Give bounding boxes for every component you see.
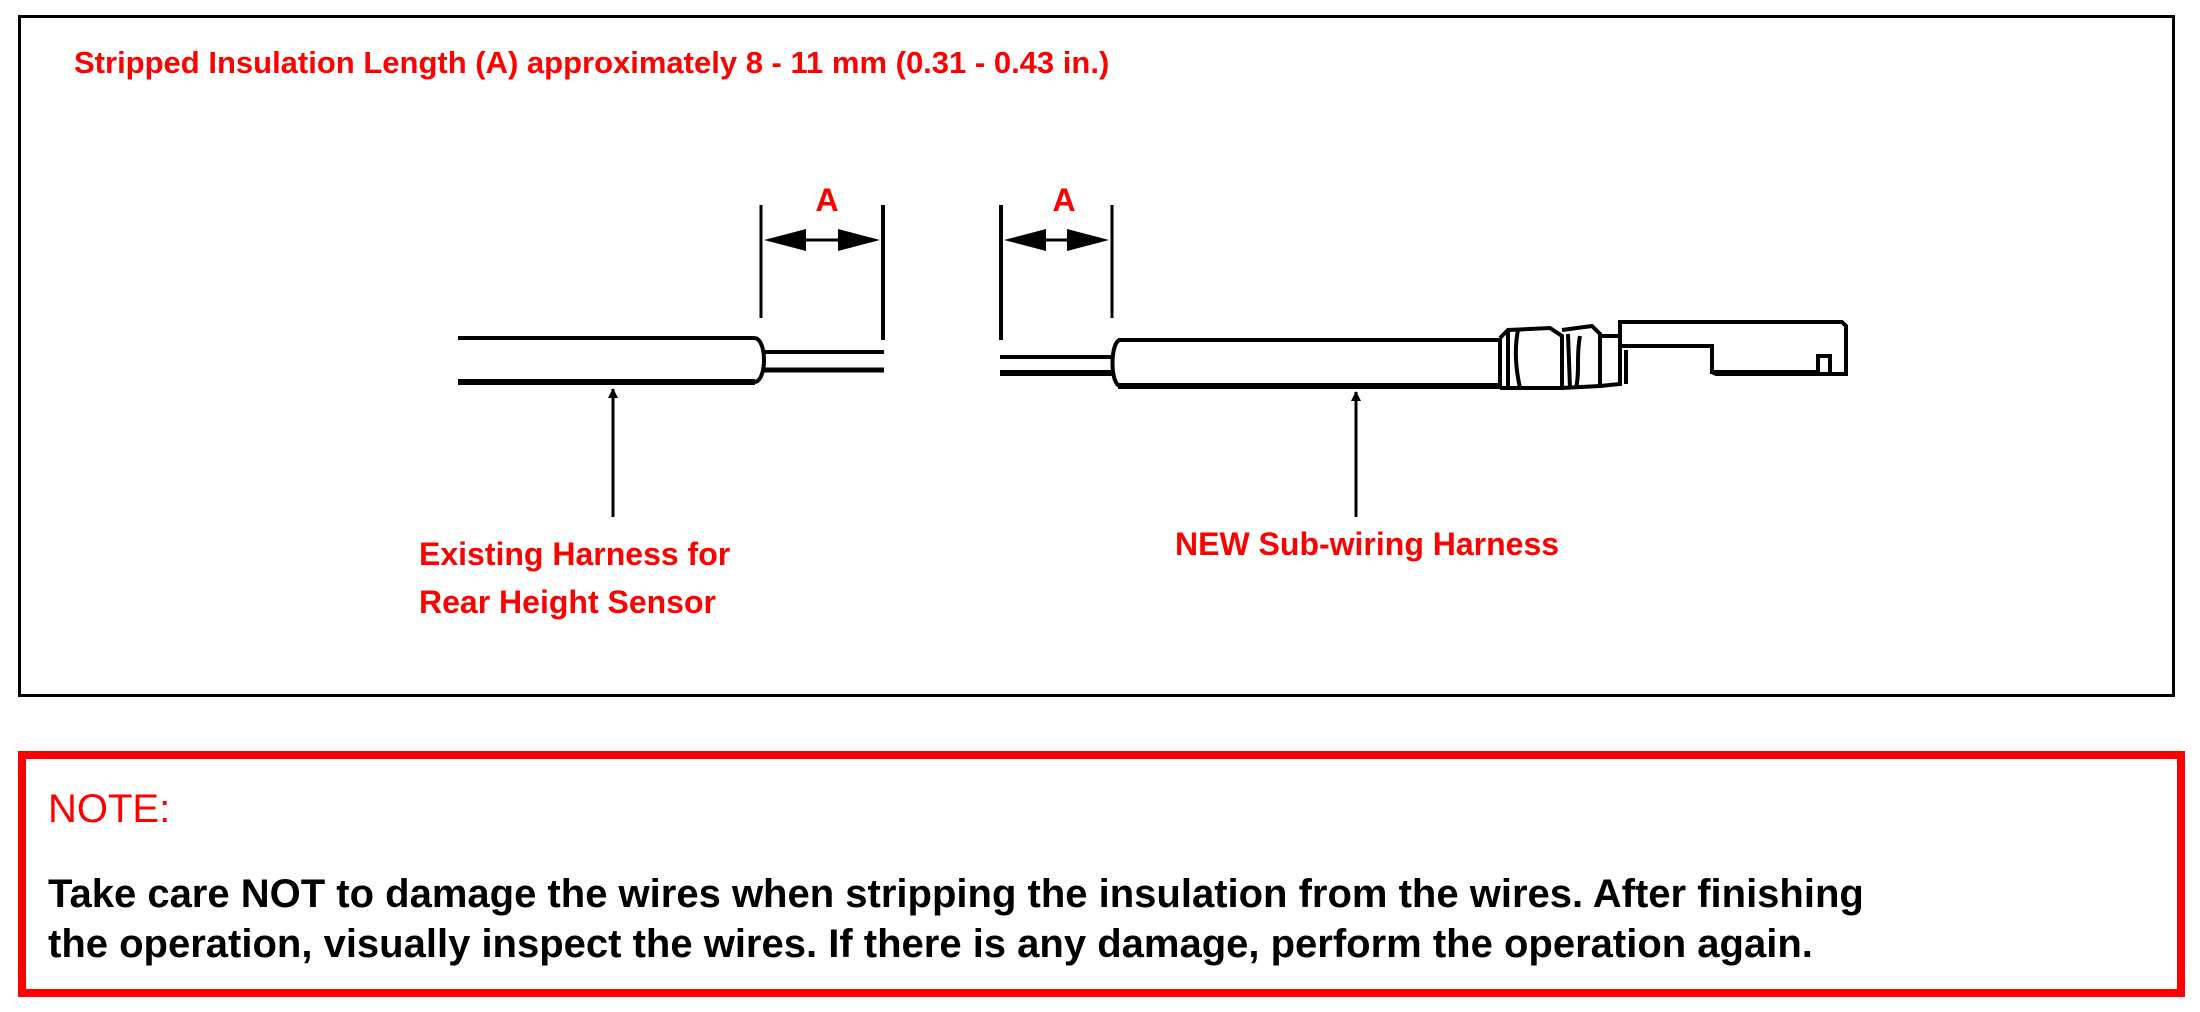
dimension-a-left (759, 205, 885, 340)
note-line-2: the operation, visually inspect the wire… (48, 922, 1813, 966)
note-title: NOTE: (48, 787, 171, 831)
note-text: Take care NOT to damage the wires when s… (48, 869, 2158, 969)
terminal-connector (1498, 320, 1848, 390)
note-line-1: Take care NOT to damage the wires when s… (48, 872, 1864, 916)
new-harness-label-text: NEW Sub-wiring Harness (1175, 526, 1560, 562)
dimension-label-a-left: A (815, 182, 838, 218)
new-harness-wire (1000, 338, 1500, 389)
existing-harness-label: Existing Harness for Rear Height Sensor (419, 530, 730, 626)
existing-harness-label-line-1: Existing Harness for (419, 536, 731, 572)
dimension-label-a-right: A (1052, 182, 1075, 218)
new-harness-label: NEW Sub-wiring Harness (1175, 520, 1559, 568)
note-panel: NOTE: Take care NOT to damage the wires … (18, 751, 2185, 997)
dimension-a-right (999, 205, 1114, 340)
diagram-heading: Stripped Insulation Length (A) approxima… (74, 45, 1110, 80)
existing-harness-wire (458, 336, 884, 385)
existing-harness-label-line-2: Rear Height Sensor (419, 584, 716, 620)
